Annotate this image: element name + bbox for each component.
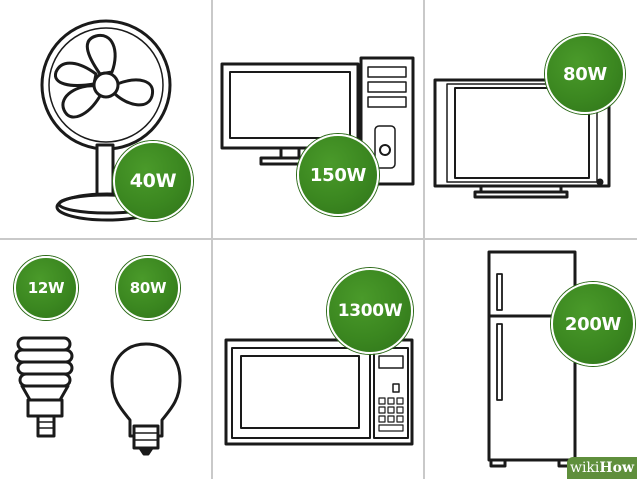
fridge-wattage-badge: 200W — [551, 282, 635, 366]
tv-wattage-badge: 80W — [545, 34, 625, 114]
computer-panel: 150W — [213, 0, 423, 238]
desktop-computer-icon — [220, 56, 415, 186]
light-bulbs-panel: 12W 80W — [0, 240, 211, 479]
light-bulbs-icon — [14, 336, 182, 456]
incandescent-bulb-wattage-badge: 80W — [116, 256, 180, 320]
watermark-wiki: wiki — [569, 460, 600, 476]
microwave-wattage-badge: 1300W — [327, 268, 413, 354]
watermark-how: How — [599, 460, 635, 476]
fan-icon — [40, 19, 172, 222]
tv-panel: 80W — [425, 0, 637, 238]
fan-panel: 40W — [0, 0, 211, 238]
microwave-icon — [224, 338, 414, 446]
cfl-bulb-wattage-badge: 12W — [14, 256, 78, 320]
refrigerator-icon — [487, 250, 577, 468]
fridge-panel: 200W — [425, 240, 637, 479]
television-icon — [433, 78, 611, 199]
microwave-panel: 1300W — [213, 240, 423, 479]
fan-wattage-badge: 40W — [113, 141, 193, 221]
computer-wattage-badge: 150W — [297, 134, 379, 216]
grid-divider-horizontal — [0, 238, 637, 240]
